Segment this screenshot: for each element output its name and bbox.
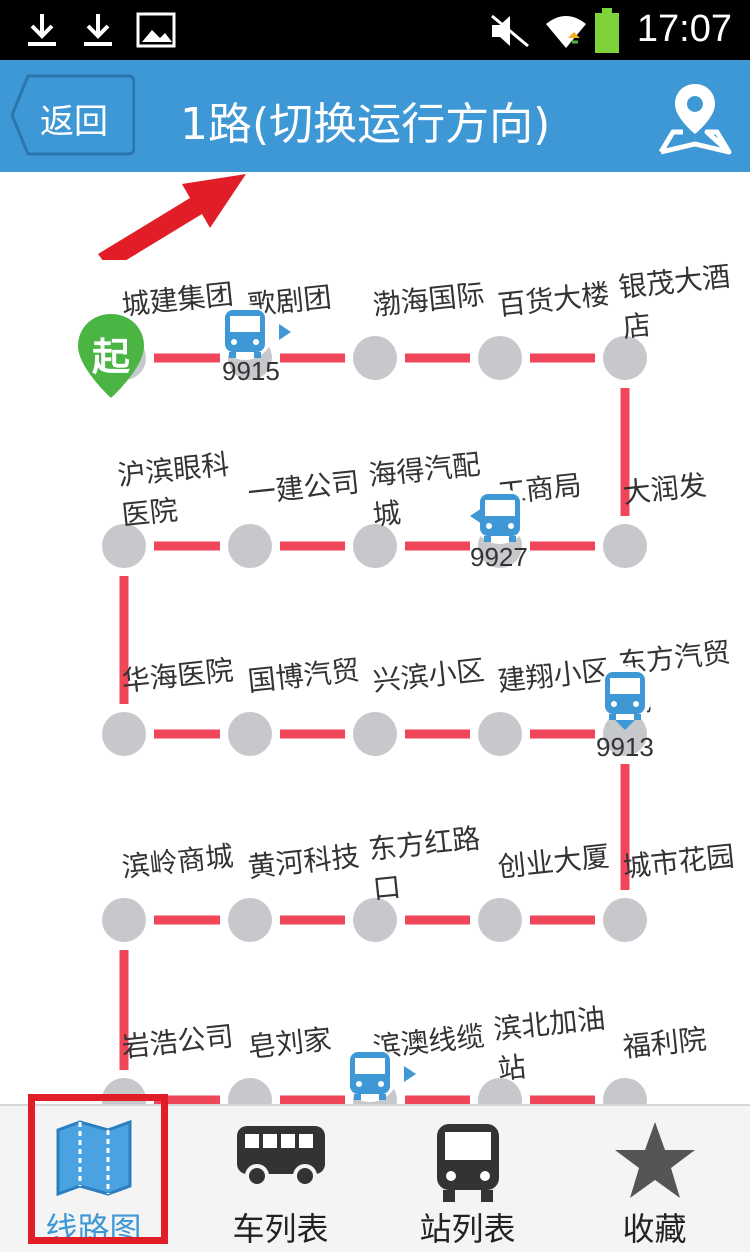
start-pin-icon (78, 314, 144, 398)
back-button[interactable]: 返回 (10, 72, 135, 158)
station-dot[interactable] (353, 524, 397, 568)
header-bar: 返回 1路(切换运行方向) (0, 60, 750, 172)
route-title-toggle[interactable]: 1路(切换运行方向) (180, 99, 551, 150)
station-dot[interactable] (353, 712, 397, 756)
station-dot[interactable] (102, 712, 146, 756)
route-line (119, 353, 630, 1104)
map-pin-icon (658, 84, 732, 155)
station-dot[interactable] (478, 336, 522, 380)
bus-icon (470, 488, 528, 544)
status-time: 17:07 (636, 8, 732, 50)
annotation-arrow (98, 174, 246, 260)
station-label: 海得汽配 城 (366, 447, 482, 533)
status-bar: 17:07 (0, 0, 750, 60)
start-marker-label: 起 (91, 335, 130, 379)
bus-side-icon (236, 1126, 325, 1188)
bus-marker[interactable] (470, 486, 550, 546)
mute-icon (491, 14, 529, 48)
station-dot[interactable] (603, 898, 647, 942)
wifi-icon (546, 16, 586, 48)
battery-icon (595, 8, 619, 53)
bus-id-label: 9913 (596, 732, 654, 762)
back-label: 返回 (40, 102, 108, 142)
station-dot[interactable] (603, 336, 647, 380)
tab-label: 收藏 (622, 1210, 687, 1248)
start-marker: 起 (74, 312, 148, 400)
station-dot[interactable] (478, 712, 522, 756)
bus-id-label: 9915 (222, 356, 280, 386)
download-icon (84, 14, 112, 46)
tab-label: 线路图 (45, 1210, 142, 1248)
map-icon (56, 1120, 131, 1196)
station-label: 滨北加油 站 (491, 1001, 607, 1087)
station-dot[interactable] (353, 898, 397, 942)
bus-front-icon (436, 1124, 499, 1202)
bottom-tab-bar: 线路图 车列表 站列表 收藏 (0, 1104, 750, 1252)
download-icon (28, 14, 56, 46)
tab-label: 车列表 (232, 1210, 329, 1248)
bus-marker[interactable] (215, 302, 295, 362)
bus-id-label: 9927 (470, 542, 528, 572)
tab-label: 站列表 (419, 1210, 516, 1248)
tab-route-map[interactable]: 线路图 (0, 1106, 187, 1252)
station-dot[interactable] (228, 898, 272, 942)
map-location-button[interactable] (655, 78, 735, 158)
station-dot[interactable] (603, 524, 647, 568)
station-label: 沪滨眼科 医院 (115, 447, 231, 533)
tab-bus-list[interactable]: 车列表 (187, 1106, 374, 1252)
bus-icon (342, 1046, 416, 1102)
station-dot[interactable] (228, 524, 272, 568)
bus-marker[interactable] (340, 1044, 420, 1104)
station-label: 银茂大酒 店 (616, 259, 732, 345)
station-dot[interactable] (478, 898, 522, 942)
station-dot[interactable] (353, 336, 397, 380)
bus-icon (597, 666, 653, 730)
route-map: 城建集团歌剧团渤海国际百货大楼银茂大酒 店沪滨眼科 医院一建公司海得汽配 城工商… (0, 172, 750, 1104)
bus-marker[interactable] (595, 664, 675, 730)
tab-favorites[interactable]: 收藏 (561, 1106, 748, 1252)
station-dot[interactable] (102, 524, 146, 568)
station-dot[interactable] (102, 898, 146, 942)
station-dot[interactable] (228, 712, 272, 756)
tab-station-list[interactable]: 站列表 (374, 1106, 561, 1252)
image-icon (136, 12, 176, 48)
bus-icon (217, 304, 291, 360)
station-label: 东方红路 口 (366, 821, 482, 907)
star-icon (614, 1122, 695, 1198)
